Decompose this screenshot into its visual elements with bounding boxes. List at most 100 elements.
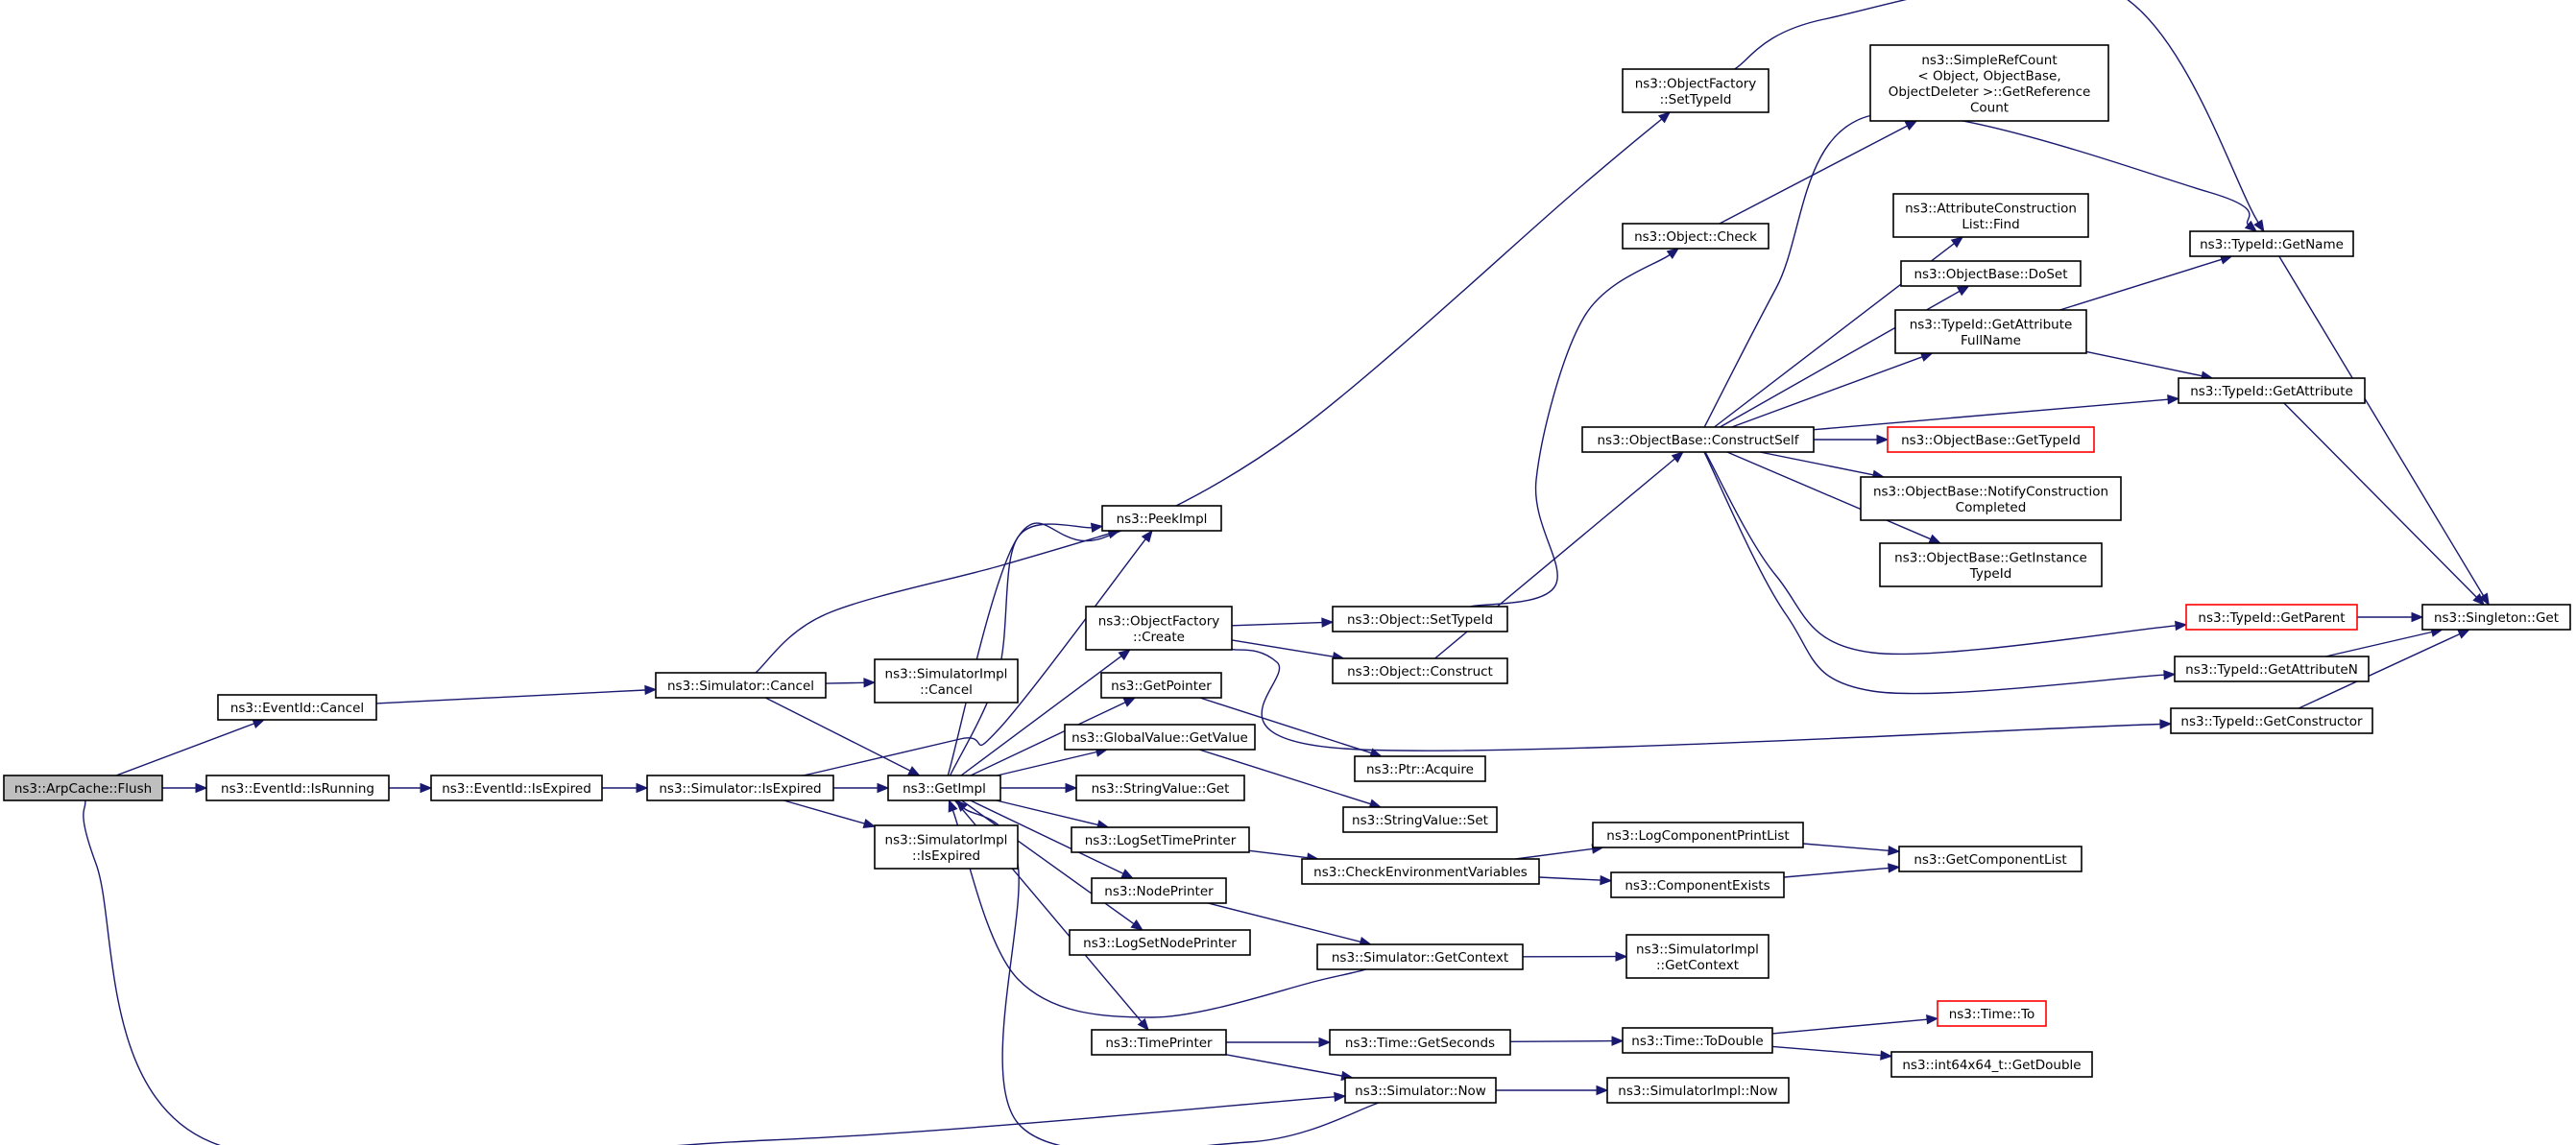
node-simulator-isexpired[interactable]: ns3::Simulator::IsExpired bbox=[646, 775, 834, 801]
edge-typeid_getattributefullname-to-typeid_getname bbox=[2059, 254, 2233, 311]
arrowhead bbox=[252, 719, 266, 728]
edge-line bbox=[970, 799, 1124, 874]
node-simulatorimpl-cancel[interactable]: ns3::SimulatorImpl::Cancel bbox=[874, 658, 1019, 704]
node-label-line: ns3::SimulatorImpl::Now bbox=[1618, 1084, 1777, 1099]
node-logsetnodeprinter[interactable]: ns3::LogSetNodePrinter bbox=[1069, 929, 1251, 956]
node-nodeprinter[interactable]: ns3::NodePrinter bbox=[1091, 877, 1227, 904]
node-box bbox=[1937, 1000, 2047, 1027]
arrowhead bbox=[1666, 248, 1680, 259]
node-objectfactory-settypeid[interactable]: ns3::ObjectFactory::SetTypeId bbox=[1622, 68, 1769, 113]
node-peekimpl[interactable]: ns3::PeekImpl bbox=[1101, 505, 1222, 532]
edge-line bbox=[2085, 350, 2203, 377]
node-time-to[interactable]: ns3::Time::To bbox=[1937, 1000, 2047, 1027]
node-label-line: ns3::Object::SetTypeId bbox=[1347, 612, 1493, 628]
node-checkenvironmentvariables[interactable]: ns3::CheckEnvironmentVariables bbox=[1301, 858, 1540, 885]
node-simulator-getcontext[interactable]: ns3::Simulator::GetContext bbox=[1316, 943, 1524, 970]
node-box bbox=[1898, 846, 2082, 872]
node-box bbox=[1625, 934, 1769, 979]
node-eventid-isexpired[interactable]: ns3::EventId::IsExpired bbox=[430, 775, 603, 801]
node-label-line: ns3::StringValue::Get bbox=[1092, 781, 1230, 797]
node-simulatorimpl-getcontext[interactable]: ns3::SimulatorImpl::GetContext bbox=[1625, 934, 1769, 979]
node-objectbase-doset[interactable]: ns3::ObjectBase::DoSet bbox=[1900, 260, 2082, 287]
node-label-line: ns3::ObjectBase::NotifyConstruction bbox=[1873, 484, 2108, 499]
node-componentexists[interactable]: ns3::ComponentExists bbox=[1610, 871, 1785, 898]
arrowhead bbox=[1928, 534, 1942, 544]
edge-typeid_getattributefullname-to-typeid_getattribute bbox=[2085, 350, 2214, 381]
node-typeid-getattributen[interactable]: ns3::TypeId::GetAttributeN bbox=[2174, 656, 2370, 682]
edge-line bbox=[960, 656, 1122, 776]
node-stringvalue-set[interactable]: ns3::StringValue::Set bbox=[1342, 806, 1498, 833]
node-simplerefcount-getreferencecount[interactable]: ns3::SimpleRefCount< Object, ObjectBase,… bbox=[1869, 44, 2109, 122]
edge-time_todouble-to-time_to bbox=[1771, 1014, 1939, 1035]
node-logsettimeprinter[interactable]: ns3::LogSetTimePrinter bbox=[1071, 826, 1250, 853]
node-box bbox=[887, 775, 1001, 801]
edge-line bbox=[764, 697, 911, 772]
node-label-line: ns3::Singleton::Get bbox=[2434, 610, 2559, 626]
arrowhead bbox=[1141, 529, 1153, 543]
node-box bbox=[1894, 309, 2087, 354]
arrowhead bbox=[1671, 451, 1684, 464]
node-object-settypeid[interactable]: ns3::Object::SetTypeId bbox=[1332, 606, 1508, 632]
node-objectbase-constructself[interactable]: ns3::ObjectBase::ConstructSelf bbox=[1581, 426, 1815, 453]
node-simulator-now[interactable]: ns3::Simulator::Now bbox=[1344, 1077, 1497, 1104]
node-label-line: ns3::ObjectFactory bbox=[1635, 76, 1757, 91]
node-globalvalue-getvalue[interactable]: ns3::GlobalValue::GetValue bbox=[1064, 724, 1256, 751]
edge-line bbox=[1704, 451, 2177, 656]
node-label-line: ns3::SimulatorImpl bbox=[885, 832, 1008, 847]
node-eventid-cancel[interactable]: ns3::EventId::Cancel bbox=[217, 694, 377, 721]
node-label-line: ::IsExpired bbox=[912, 848, 980, 864]
arrowhead bbox=[1334, 1091, 1347, 1103]
node-label-line: ns3::Simulator::Now bbox=[1355, 1084, 1486, 1099]
node-int64x64-getdouble[interactable]: ns3::int64x64_t::GetDouble bbox=[1890, 1051, 2093, 1078]
arrowhead bbox=[636, 782, 649, 794]
node-typeid-getconstructor[interactable]: ns3::TypeId::GetConstructor bbox=[2170, 707, 2373, 734]
node-box bbox=[1581, 426, 1815, 453]
node-label-line: ns3::LogSetTimePrinter bbox=[1085, 833, 1237, 848]
arrowhead bbox=[1919, 352, 1934, 362]
node-stringvalue-get[interactable]: ns3::StringValue::Get bbox=[1075, 775, 1245, 801]
node-label-line: ns3::TypeId::GetAttribute bbox=[2190, 384, 2353, 399]
edge-getimpl-to-objectfactory_settypeid bbox=[947, 111, 1672, 776]
edge-getimpl-to-peekimpl bbox=[949, 522, 1104, 776]
node-singleton-get[interactable]: ns3::Singleton::Get bbox=[2421, 604, 2571, 631]
node-getpointer[interactable]: ns3::GetPointer bbox=[1100, 672, 1222, 699]
node-simulator-cancel[interactable]: ns3::Simulator::Cancel bbox=[655, 672, 827, 699]
node-simulatorimpl-isexpired[interactable]: ns3::SimulatorImpl::IsExpired bbox=[874, 824, 1019, 870]
edge-typeid_getattributen-to-singleton_get bbox=[2325, 627, 2444, 657]
node-simulatorimpl-now[interactable]: ns3::SimulatorImpl::Now bbox=[1606, 1077, 1790, 1104]
edge-typeid_getname-to-singleton_get bbox=[2278, 255, 2490, 607]
node-time-getseconds[interactable]: ns3::Time::GetSeconds bbox=[1329, 1029, 1511, 1056]
node-logcomponentprintlist[interactable]: ns3::LogComponentPrintList bbox=[1592, 822, 1804, 848]
node-arpcache-flush[interactable]: ns3::ArpCache::Flush bbox=[3, 775, 163, 801]
node-eventid-isrunning[interactable]: ns3::EventId::IsRunning bbox=[205, 775, 390, 801]
node-box bbox=[1890, 1051, 2093, 1078]
node-label-line: ns3::ObjectBase::DoSet bbox=[1914, 267, 2067, 282]
node-typeid-getname[interactable]: ns3::TypeId::GetName bbox=[2189, 230, 2354, 257]
node-objectbase-notifyconstructioncompleted[interactable]: ns3::ObjectBase::NotifyConstructionCompl… bbox=[1860, 476, 2122, 521]
node-objectbase-gettypeid[interactable]: ns3::ObjectBase::GetTypeId bbox=[1887, 426, 2095, 453]
node-box bbox=[1900, 260, 2082, 287]
node-box bbox=[1071, 826, 1250, 853]
node-time-todouble[interactable]: ns3::Time::ToDouble bbox=[1622, 1027, 1773, 1054]
node-typeid-getparent[interactable]: ns3::TypeId::GetParent bbox=[2185, 604, 2358, 631]
node-objectfactory-create[interactable]: ns3::ObjectFactory::Create bbox=[1085, 606, 1233, 651]
node-getcomponentlist[interactable]: ns3::GetComponentList bbox=[1898, 846, 2082, 872]
node-object-construct[interactable]: ns3::Object::Construct bbox=[1332, 657, 1508, 684]
node-box bbox=[655, 672, 827, 699]
node-label-line: ns3::TypeId::GetAttributeN bbox=[2185, 662, 2358, 678]
arrowhead bbox=[644, 684, 658, 696]
node-ptr-acquire[interactable]: ns3::Ptr::Acquire bbox=[1354, 755, 1486, 782]
edge-objectbase_constructself-to-typeid_getparent bbox=[1704, 451, 2188, 656]
arrowhead bbox=[1321, 617, 1335, 628]
edge-arpcache_flush-to-eventid_isrunning bbox=[162, 782, 208, 794]
node-label-line: ns3::Time::To bbox=[1949, 1007, 2035, 1022]
node-object-check[interactable]: ns3::Object::Check bbox=[1622, 223, 1769, 250]
edge-getimpl-to-stringvalue_get bbox=[1000, 782, 1078, 794]
node-getimpl[interactable]: ns3::GetImpl bbox=[887, 775, 1001, 801]
node-timeprinter[interactable]: ns3::TimePrinter bbox=[1091, 1029, 1227, 1056]
node-box bbox=[217, 694, 377, 721]
node-typeid-getattribute[interactable]: ns3::TypeId::GetAttribute bbox=[2178, 377, 2366, 404]
